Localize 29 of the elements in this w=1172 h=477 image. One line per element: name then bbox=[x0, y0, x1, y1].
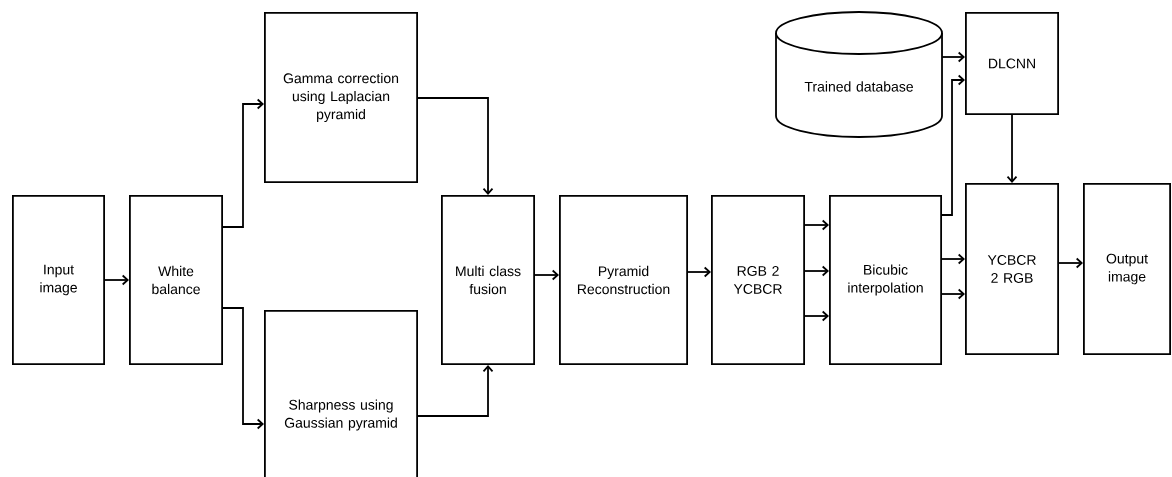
arrow bbox=[941, 288, 965, 300]
arrow bbox=[1006, 114, 1018, 183]
process-box: Output image bbox=[1083, 183, 1171, 355]
node-label: Trained database bbox=[804, 81, 913, 92]
process-box: Multi class fusion bbox=[441, 195, 535, 365]
process-box: White balance bbox=[129, 195, 223, 365]
process-box: RGB 2 YCBCR bbox=[711, 195, 805, 365]
process-box: Input image bbox=[12, 195, 105, 365]
process-box: YCBCR 2 RGB bbox=[965, 183, 1059, 355]
arrow bbox=[941, 74, 965, 216]
process-box: Pyramid Reconstruction bbox=[559, 195, 688, 365]
arrow bbox=[804, 219, 829, 231]
database-cylinder: Trained database bbox=[775, 11, 943, 138]
process-box: Bicubic interpolation bbox=[829, 195, 942, 365]
arrow bbox=[104, 274, 129, 286]
process-box: DLCNN bbox=[965, 12, 1059, 115]
arrow bbox=[1058, 257, 1083, 269]
arrow bbox=[804, 310, 829, 322]
arrow bbox=[222, 98, 264, 228]
arrow bbox=[534, 269, 559, 281]
arrow bbox=[804, 265, 829, 277]
process-box: Sharpness using Gaussian pyramid bbox=[264, 310, 418, 477]
arrow bbox=[222, 307, 264, 430]
arrow bbox=[417, 365, 494, 417]
process-box: Gamma correction using Laplacian pyramid bbox=[264, 12, 418, 183]
arrow bbox=[941, 51, 965, 63]
arrow bbox=[417, 97, 494, 195]
arrow bbox=[941, 253, 965, 265]
arrow bbox=[687, 266, 711, 278]
